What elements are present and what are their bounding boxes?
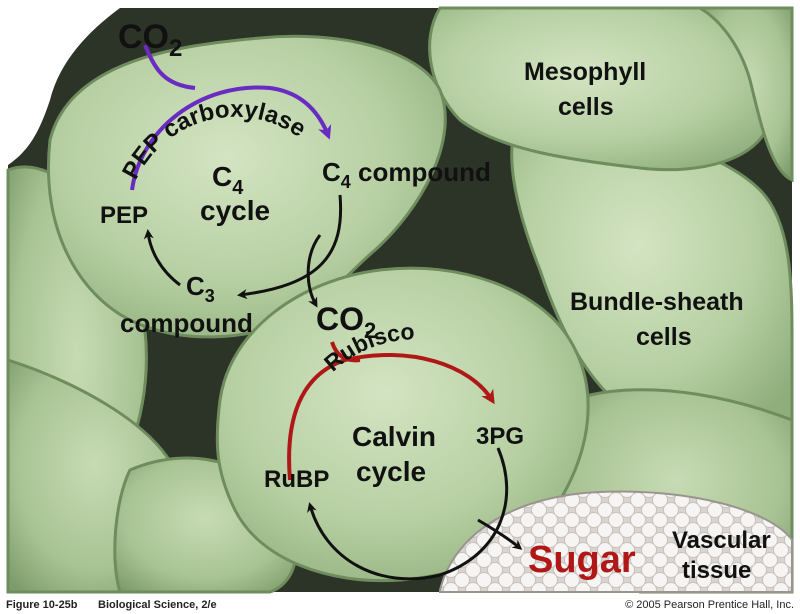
rubp-label: RuBP (264, 466, 329, 493)
vascular-label-line1: Vascular (672, 527, 771, 554)
c4-cycle-label: C4 (212, 161, 244, 199)
figure-number: Figure 10-25b (6, 599, 78, 611)
vascular-label-line2: tissue (682, 557, 751, 584)
book-source: Biological Science, 2/e (98, 599, 217, 611)
pep-label: PEP (100, 202, 148, 229)
co2-fixation-line (143, 44, 196, 90)
mesophyll-cell (47, 34, 447, 339)
c3-compound-word: compound (120, 308, 253, 338)
co2-mid-label: CO2 (316, 301, 376, 343)
pep-carboxylase-arrow (130, 85, 332, 191)
c3-label: C3 (186, 271, 215, 306)
copyright: © 2005 Pearson Prentice Hall, Inc. (625, 599, 794, 611)
co2-top-label: CO2 (118, 18, 182, 62)
c4-compound-label: C4 compound (322, 157, 491, 192)
mesophyll-label-line1: Mesophyll (524, 58, 646, 86)
3pg-label: 3PG (476, 423, 524, 450)
outside-area (8, 8, 120, 165)
bundle-sheath-label-line1: Bundle-sheath (570, 288, 744, 316)
c4-to-c3-arrow (237, 194, 343, 300)
co2-rubisco-line (330, 341, 361, 363)
plant-cells (6, 6, 794, 594)
mesophyll-label-line2: cells (558, 93, 614, 121)
sugar-label: Sugar (528, 539, 636, 581)
3pg-to-rubp-arrow (307, 447, 509, 581)
co2-release-arrow (306, 234, 322, 308)
calvin-cycle-label-line2: cycle (356, 456, 426, 487)
sugar-output-arrow (477, 518, 523, 550)
c3-to-pep-arrow (143, 229, 181, 287)
bundle-sheath-label-line2: cells (636, 323, 692, 351)
calvin-cycle-label-line1: Calvin (352, 421, 436, 452)
c4-cycle-word: cycle (200, 195, 270, 226)
vascular-tissue (439, 490, 793, 593)
